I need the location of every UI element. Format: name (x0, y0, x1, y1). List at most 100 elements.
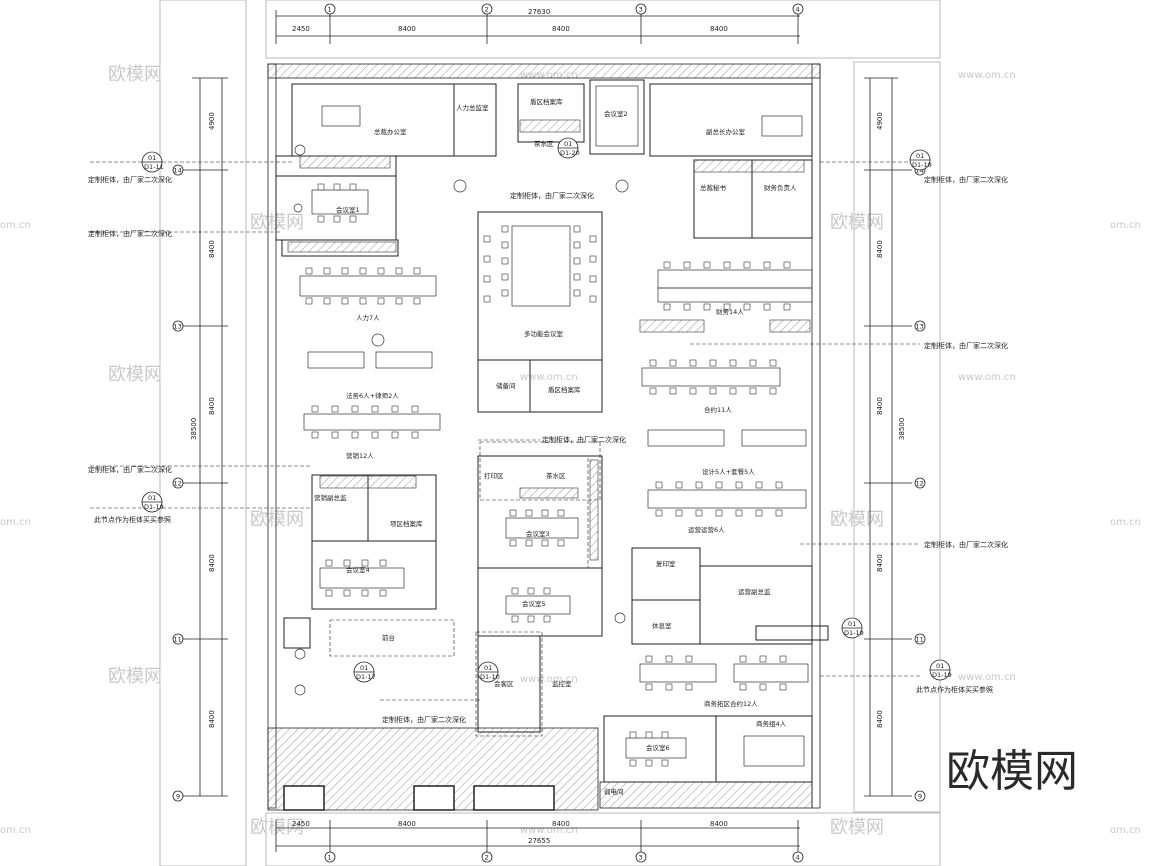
dim-right-seg: 4900 (876, 112, 884, 130)
room-label: 前台 (382, 633, 395, 642)
bottom-dimension (275, 820, 800, 852)
room-label: 运营运营6人 (688, 525, 725, 534)
note-custom-cabinet: 定制柜体，由厂家二次深化 (924, 341, 1008, 350)
room-label: 打印区 (484, 471, 504, 480)
room-label: 会议室4 (346, 565, 370, 574)
dim-right-seg: 8400 (876, 554, 884, 572)
watermark-corner: om.cn (1110, 825, 1141, 836)
room-label: 会议室2 (604, 109, 628, 118)
dim-bottom-seg: 8400 (552, 820, 570, 828)
dim-bottom-total: 27655 (528, 837, 550, 845)
dim-left-seg: 8400 (208, 240, 216, 258)
dim-left-total: 38500 (190, 418, 198, 440)
grid-row-label: 11 (174, 636, 182, 644)
note-custom-cabinet: 定制柜体，由厂家二次深化 (924, 540, 1008, 549)
watermark-corner: om.cn (0, 517, 31, 528)
room-label: 总裁秘书 (700, 183, 727, 192)
room-label: 会议室6 (646, 743, 670, 752)
room-labels: 总裁办公室 人力总监室 盾区档案库 会议室2 茶水区 副总长办公室 会议室1 总… (314, 97, 797, 796)
room-label: 人力总监室 (456, 103, 489, 112)
watermark-corner: om.cn (1110, 220, 1141, 231)
grid-col-label: 3 (639, 6, 643, 14)
grid-col-markers-top (324, 3, 804, 15)
room-label: 法务6人+律师2人 (346, 391, 399, 400)
grid-col-label: 1 (328, 854, 332, 862)
watermark-brand: 欧模网 (250, 817, 304, 838)
watermark-corner: om.cn (1110, 517, 1141, 528)
grid-col-label: 3 (639, 854, 643, 862)
room-label: 会客区 (494, 679, 514, 688)
room-label: 财务负责人 (764, 183, 797, 192)
callout-num: 01 (360, 664, 368, 672)
dim-bottom-seg: 2450 (292, 820, 310, 828)
room-label: 项区档案库 (390, 519, 423, 528)
note-custom-cabinet: 定制柜体，由厂家二次深化 (88, 229, 172, 238)
room-label: 营销12人 (346, 451, 374, 460)
watermark-brand: 欧模网 (108, 64, 162, 85)
dim-bottom-seg: 8400 (710, 820, 728, 828)
callout-num: 01 (564, 140, 572, 148)
room-label: 盾区档案库 (548, 385, 581, 394)
callout-num: 01 (848, 620, 856, 628)
plant-icons (293, 144, 629, 696)
watermark: 欧模网 www.om.cn 欧模网 om.cn om.cn 欧模网 www.om… (0, 64, 1141, 838)
dim-left-seg: 8400 (208, 710, 216, 728)
watermark-brand: 欧模网 (250, 212, 304, 233)
watermark-brand: 欧模网 (250, 509, 304, 530)
dim-right-seg: 8400 (876, 710, 884, 728)
room-label: 监控室 (552, 679, 572, 688)
callout-sheet: D1-10 (480, 673, 500, 681)
room-label: 合约11人 (704, 405, 732, 414)
callout-sheet: D1-18 (912, 161, 932, 169)
callout-num: 01 (148, 154, 156, 162)
room-label: 会议室5 (522, 599, 546, 608)
room-label: 复印室 (656, 559, 676, 568)
note-custom-cabinet: 定制柜体，由厂家二次深化 (382, 715, 466, 724)
callout-symbols (141, 137, 951, 683)
callout-sheet: D1-11 (144, 163, 164, 171)
grid-row-label: 14 (916, 167, 924, 175)
room-label: 商务拓区合约12人 (704, 699, 758, 708)
grid-row-label: 14 (174, 167, 182, 175)
room-label: 会议室1 (336, 205, 360, 214)
right-dimension (864, 77, 912, 797)
dim-top-seg: 8400 (552, 25, 570, 33)
callout-num: 01 (936, 662, 944, 670)
room-label: 运营副总监 (738, 587, 771, 596)
grid-col-label: 1 (328, 6, 332, 14)
grid-row-label: 13 (916, 323, 924, 331)
watermark-brand: 欧模网 (830, 212, 884, 233)
room-label: 总裁办公室 (374, 127, 407, 136)
room-label: 弱电间 (604, 787, 624, 796)
room-label: 会议室3 (526, 529, 550, 538)
grid-row-label: 12 (174, 480, 182, 488)
callout-num: 01 (916, 152, 924, 160)
cabinets (287, 119, 811, 561)
building-outline (267, 63, 821, 811)
chairs (305, 183, 791, 767)
watermark-brand: 欧模网 (108, 666, 162, 687)
grid-row-label: 13 (174, 323, 182, 331)
room-label: 茶水区 (546, 471, 566, 480)
watermark-site: www.om.cn (958, 70, 1016, 81)
left-dimension (182, 77, 228, 797)
callout-sheet: D1-19 (932, 671, 952, 679)
grid-col-label: 4 (796, 854, 800, 862)
dim-left-seg: 8400 (208, 397, 216, 415)
watermark-site: www.om.cn (958, 372, 1016, 383)
room-label: 茶水区 (534, 139, 554, 148)
room-label: 盾区档案库 (530, 97, 563, 106)
note-node-reference: 此节点作为柜体买买参照 (94, 515, 171, 524)
dim-bottom-seg: 8400 (398, 820, 416, 828)
room-label: 人力7人 (356, 313, 380, 322)
dim-top-seg: 8400 (398, 25, 416, 33)
watermark-site: www.om.cn (958, 672, 1016, 683)
watermark-brand: 欧模网 (830, 509, 884, 530)
grid-col-label: 2 (485, 6, 489, 14)
dim-top-seg: 2450 (292, 25, 310, 33)
brand-logo: 欧模网 (946, 746, 1078, 797)
grid-col-label: 4 (796, 6, 800, 14)
room-label: 副总长办公室 (706, 127, 746, 136)
callout-sheet: D1-20 (560, 149, 580, 157)
